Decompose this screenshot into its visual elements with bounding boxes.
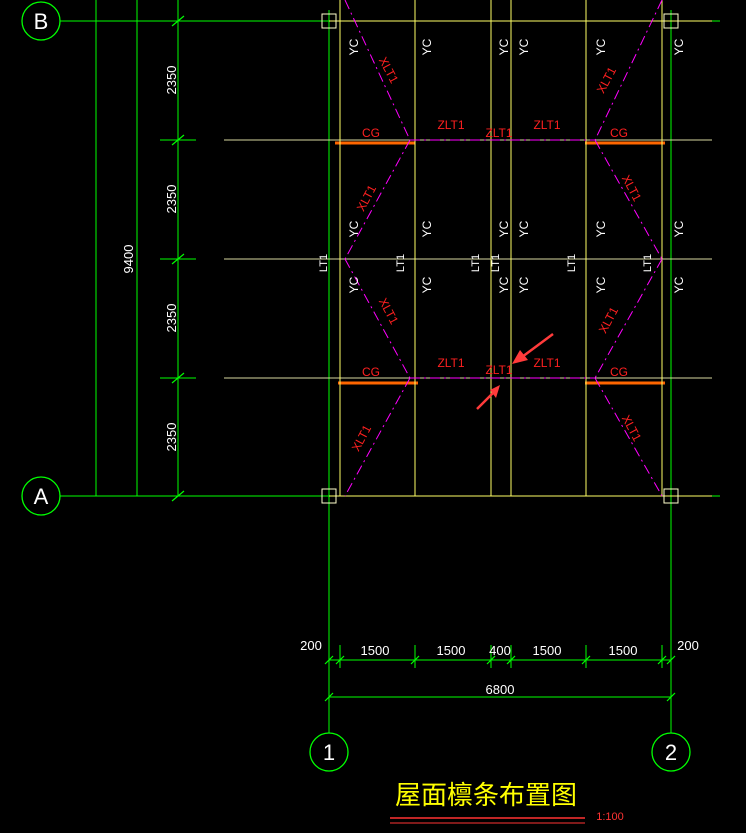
dim-left-2: 2350 (164, 185, 179, 214)
xlt-label-7: XLT1 (619, 413, 645, 444)
axis-bubble-b: B (21, 1, 61, 41)
dim-bottom-7: 200 (677, 638, 699, 653)
column-node-3 (663, 488, 679, 504)
dim-bottom-tick-7 (666, 655, 676, 665)
dim-bottom-tick-6 (657, 655, 667, 665)
dim-bottom-tick-2 (410, 655, 420, 665)
cg-label-0: CG (362, 126, 380, 140)
brace-xlt-2 (344, 258, 411, 379)
brace-xlt-5 (594, 139, 663, 260)
zlt-label-3: ZLT1 (437, 356, 464, 370)
grid-axes (60, 0, 720, 733)
yc-label-2: YC (497, 38, 511, 55)
dim-left-tick-3 (171, 372, 185, 384)
dim-bottom-total-tick-1 (666, 692, 676, 702)
lt-label-0: LT1 (318, 254, 330, 272)
yc-label-3: YC (517, 38, 531, 55)
dim-left-tick-2 (171, 253, 185, 265)
dim-left-1: 2350 (164, 66, 179, 95)
zlt-label-2: ZLT1 (533, 118, 560, 132)
dim-left-4: 2350 (164, 423, 179, 452)
dim-bottom-3: 1500 (437, 643, 466, 658)
dim-bottom-4: 400 (489, 643, 511, 658)
yc-label-14: YC (497, 276, 511, 293)
dim-bottom-total: 6800 (486, 682, 515, 697)
yc-label-5: YC (672, 38, 686, 55)
zlt-label-4: ZLT1 (485, 363, 512, 377)
yc-label-15: YC (517, 276, 531, 293)
dim-bottom-1: 200 (300, 638, 322, 653)
lt-label-4: LT1 (566, 254, 578, 272)
brace-xlt-7 (594, 377, 663, 497)
member-labels: YC YC YC YC YC YC YC YC YC YC YC YC YC YC YC YC YC YC LT1 L… (318, 38, 686, 453)
brace-xlt-6 (594, 258, 663, 379)
dim-left-3: 2350 (164, 304, 179, 333)
dim-bottom-tick-4 (506, 655, 516, 665)
axis-bubble-a: A (21, 476, 61, 516)
yc-label-0: YC (347, 38, 361, 55)
drawing-title: 屋面檩条布置图 (395, 781, 577, 811)
brace-xlt-4 (594, 0, 663, 141)
zlt-label-5: ZLT1 (533, 356, 560, 370)
yc-label-10: YC (594, 220, 608, 237)
brace-xlt-3 (344, 377, 411, 497)
yc-label-1: YC (420, 38, 434, 55)
column-node-1 (663, 13, 679, 29)
lt-label-3: LT1 (490, 254, 502, 272)
dim-left-tick-0 (171, 15, 185, 27)
dim-bottom-tick-0 (324, 655, 334, 665)
pointer-arrow-upper (512, 332, 554, 364)
yc-label-7: YC (420, 220, 434, 237)
axis-label-b: B (34, 9, 49, 34)
yc-label-16: YC (594, 276, 608, 293)
xlt-label-1: XLT1 (354, 182, 380, 213)
dim-bottom-tick-3 (486, 655, 496, 665)
lt-label-1: LT1 (395, 254, 407, 272)
axis-label-a: A (34, 484, 49, 509)
column-node-2 (321, 488, 337, 504)
dimension-lines (324, 645, 676, 702)
yc-label-17: YC (672, 276, 686, 293)
cg-label-1: CG (610, 126, 628, 140)
yc-label-9: YC (517, 220, 531, 237)
cg-label-2: CG (362, 365, 380, 379)
brace-lines (344, 0, 663, 497)
dim-bottom-6: 1500 (609, 643, 638, 658)
axis-label-2: 2 (665, 740, 677, 765)
xlt-label-2: XLT1 (376, 296, 402, 327)
dim-bottom-2: 1500 (361, 643, 390, 658)
dim-left-total: 9400 (121, 245, 136, 274)
zlt-label-1: ZLT1 (485, 126, 512, 140)
yc-label-13: YC (420, 276, 434, 293)
yc-label-6: YC (347, 220, 361, 237)
column-lines (339, 0, 663, 496)
brace-xlt-1 (344, 139, 411, 260)
dim-bottom-total-tick-0 (324, 692, 334, 702)
dim-left-tick-1 (171, 134, 185, 146)
yc-label-4: YC (594, 38, 608, 55)
lt-label-2: LT1 (470, 254, 482, 272)
dim-bottom-5: 1500 (533, 643, 562, 658)
xlt-label-6: XLT1 (596, 304, 622, 335)
cg-label-3: CG (610, 365, 628, 379)
column-node-0 (321, 13, 337, 29)
lt-label-5: LT1 (642, 254, 654, 272)
xlt-label-0: XLT1 (376, 55, 402, 86)
brace-xlt-0 (344, 0, 411, 141)
drawing-scale: 1:100 (596, 811, 624, 823)
dim-bottom-tick-5 (581, 655, 591, 665)
yc-label-12: YC (347, 276, 361, 293)
zlt-label-0: ZLT1 (437, 118, 464, 132)
pointer-arrow-lower (476, 385, 500, 410)
yc-label-11: YC (672, 220, 686, 237)
yc-label-8: YC (497, 220, 511, 237)
xlt-label-4: XLT1 (594, 64, 620, 95)
dim-bottom-tick-1 (335, 655, 345, 665)
axis-bubble-2: 2 (651, 732, 691, 772)
axis-label-1: 1 (323, 740, 335, 765)
axis-bubble-1: 1 (309, 732, 349, 772)
